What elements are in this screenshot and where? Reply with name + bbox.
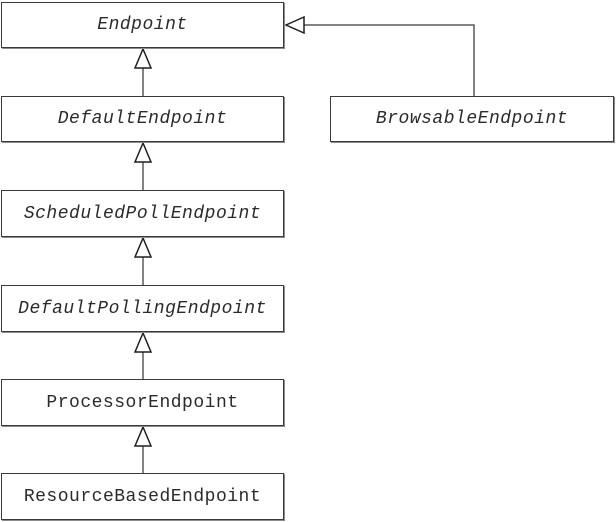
inheritance-arrow-defaultendpoint-endpoint <box>133 47 153 96</box>
class-node-scheduled-poll-endpoint: ScheduledPollEndpoint <box>1 190 284 237</box>
inheritance-arrow-processor-defaultpolling <box>133 331 153 379</box>
inheritance-arrow-resourcebased-processor <box>133 425 153 473</box>
inheritance-arrow-defaultpolling-scheduledpoll <box>133 236 153 285</box>
class-node-browsable-endpoint: BrowsableEndpoint <box>330 96 614 142</box>
class-node-default-polling-endpoint: DefaultPollingEndpoint <box>1 285 284 332</box>
class-node-endpoint: Endpoint <box>1 2 284 48</box>
class-node-default-endpoint: DefaultEndpoint <box>1 96 284 142</box>
class-node-processor-endpoint: ProcessorEndpoint <box>1 379 284 426</box>
class-node-resource-based-endpoint: ResourceBasedEndpoint <box>1 473 284 520</box>
inheritance-arrow-browsable-endpoint <box>284 15 475 96</box>
inheritance-arrow-scheduledpoll-defaultendpoint <box>133 141 153 190</box>
